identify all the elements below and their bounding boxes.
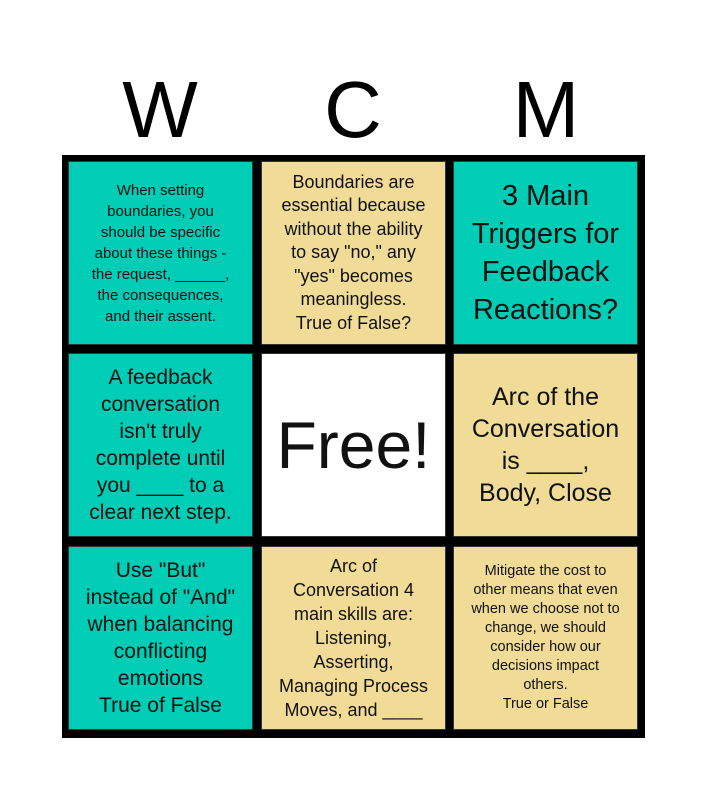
bingo-cell[interactable]: When setting boundaries, you should be s… [68,161,253,345]
bingo-cell[interactable]: A feedback conversation isn't truly comp… [68,353,253,537]
bingo-cell[interactable]: Use "But" instead of "And" when balancin… [68,546,253,730]
header-letter-m: M [512,65,580,154]
bingo-cell[interactable]: 3 Main Triggers for Feedback Reactions? [453,161,638,345]
header-letter-w: W [122,65,198,154]
free-space[interactable]: Free! [261,353,446,537]
bingo-board: When setting boundaries, you should be s… [62,155,645,738]
header-letter-c: C [324,65,382,154]
bingo-cell[interactable]: Arc of the Conversation is ____, Body, C… [453,353,638,537]
bingo-cell[interactable]: Boundaries are essential because without… [261,161,446,345]
bingo-cell[interactable]: Arc of Conversation 4 main skills are: L… [261,546,446,730]
bingo-cell[interactable]: Mitigate the cost to other means that ev… [453,546,638,730]
